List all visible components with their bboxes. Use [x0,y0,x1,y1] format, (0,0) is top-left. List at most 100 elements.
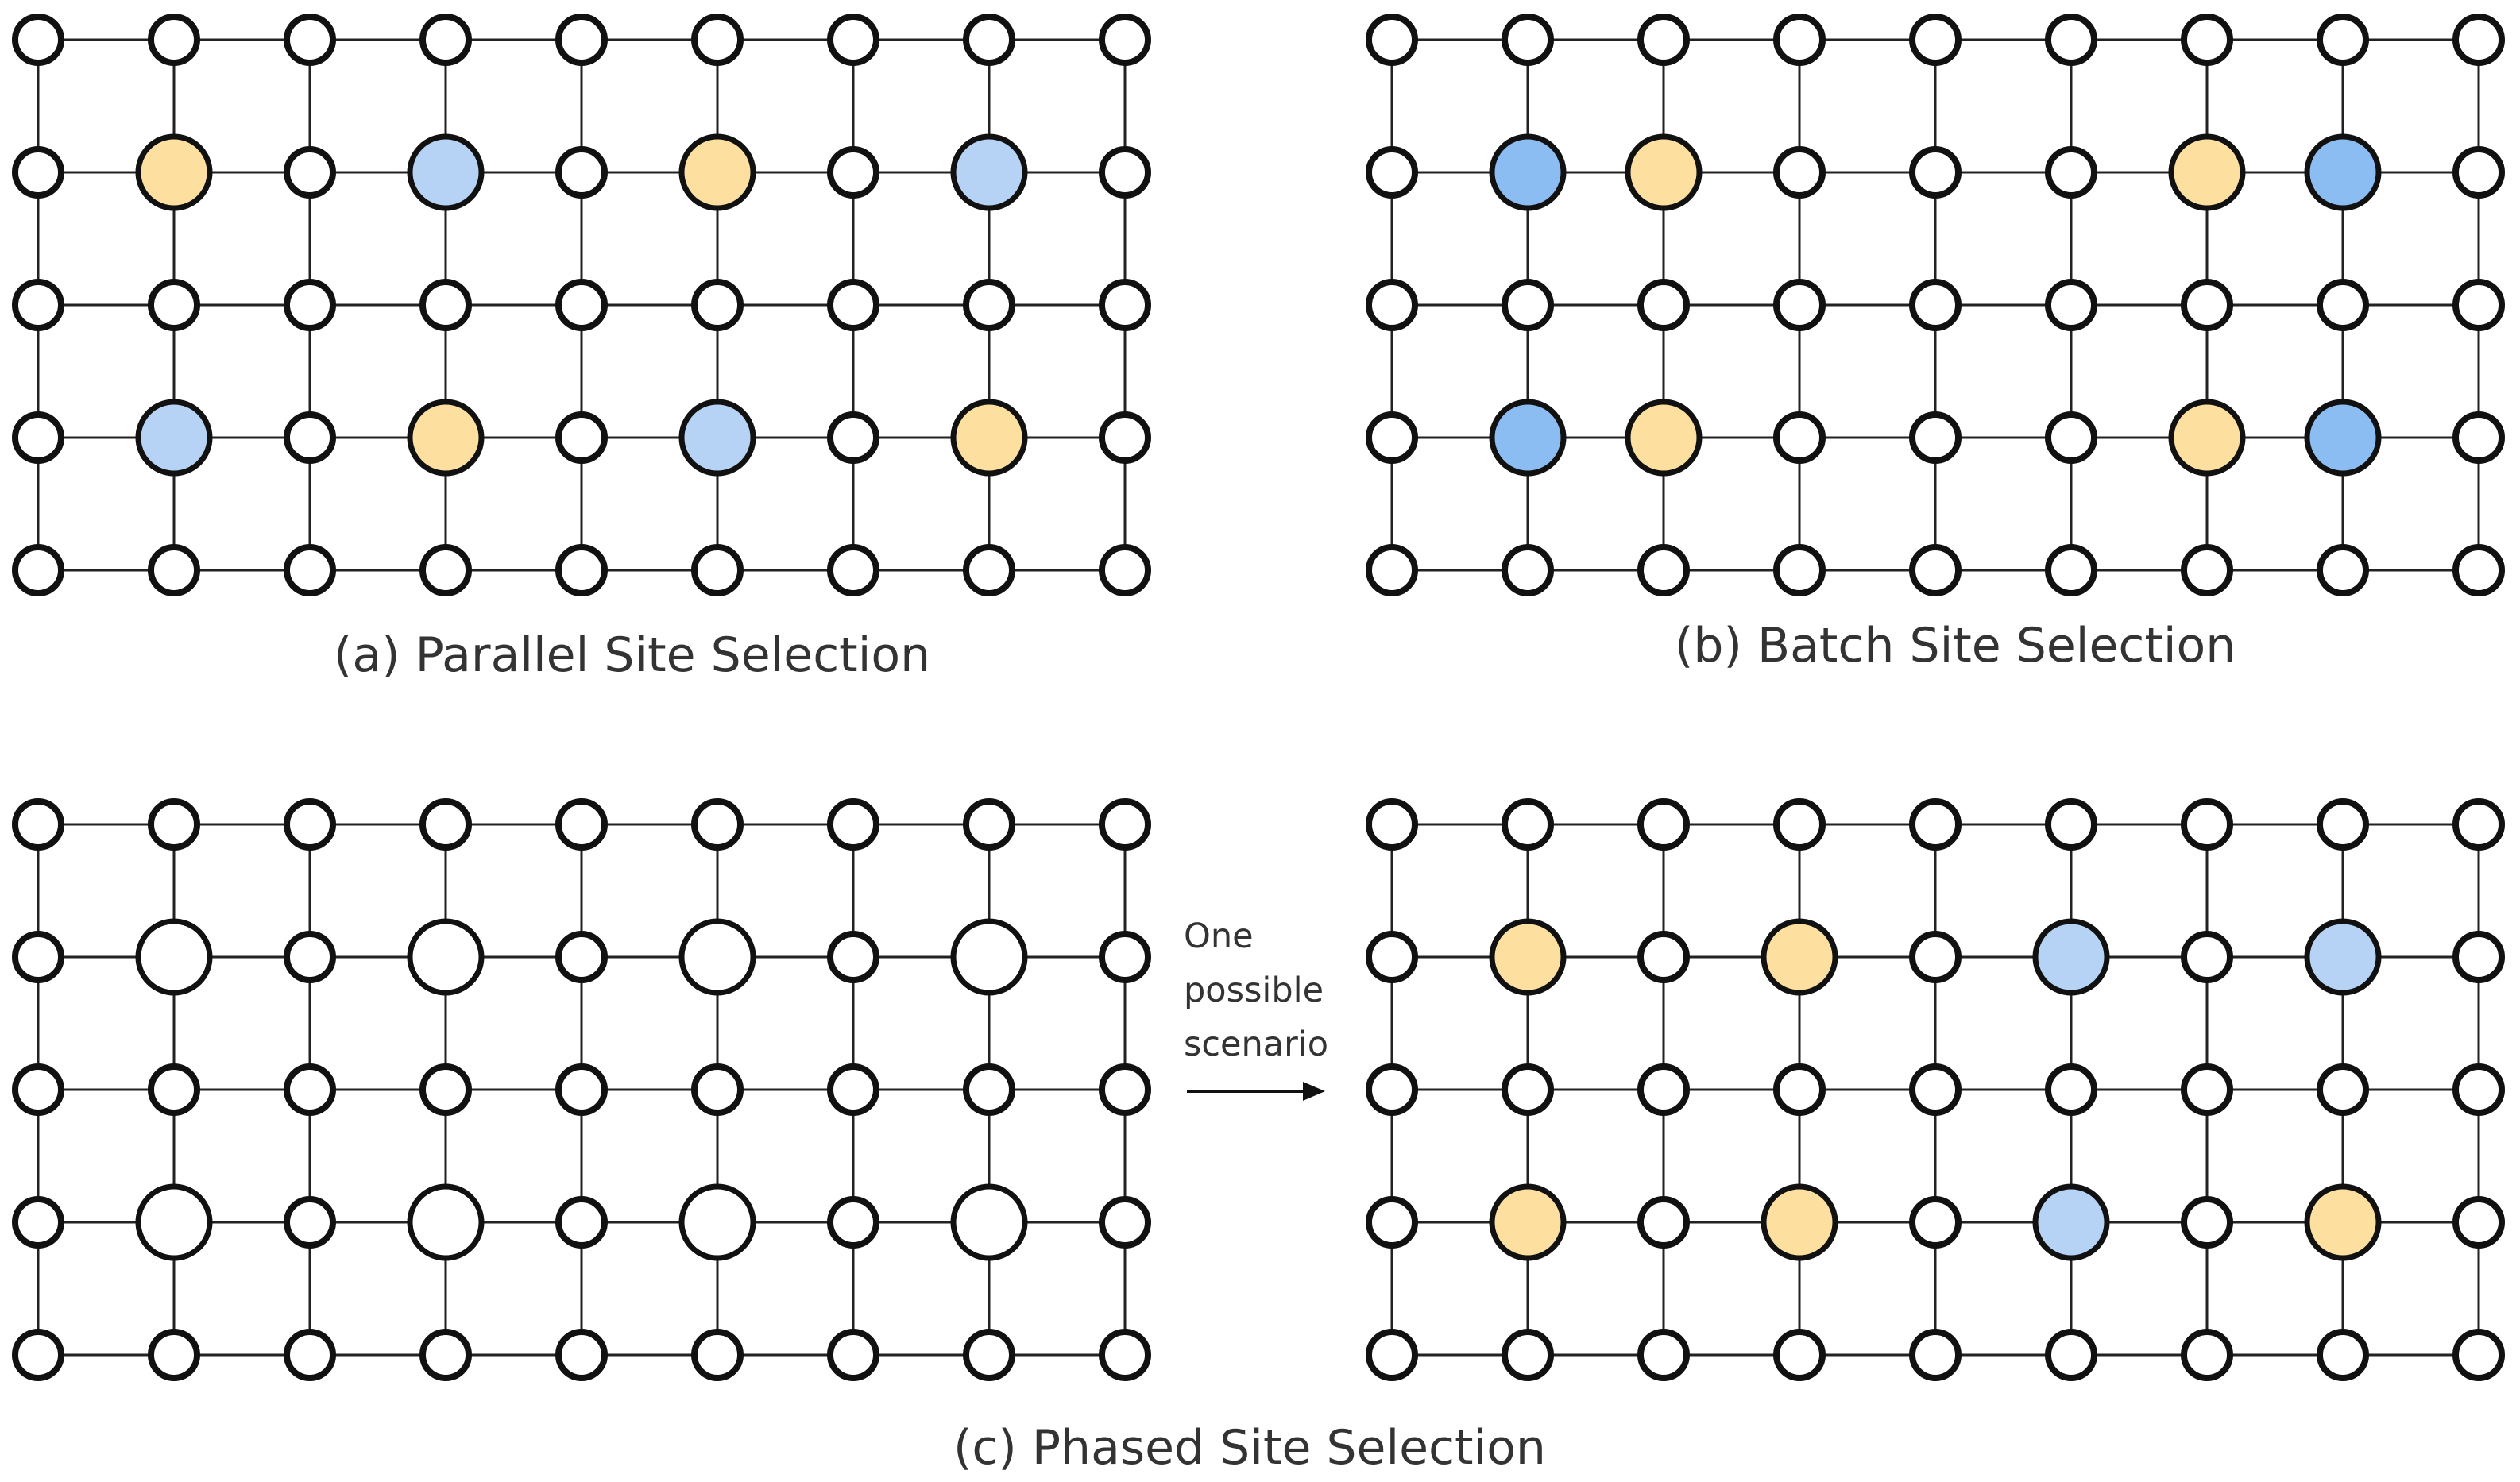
lattice-node [284,146,336,199]
lattice-node [1502,14,1554,66]
lattice-node [2045,798,2097,851]
lattice-node [963,1329,1015,1381]
site-node-orange [1489,1183,1567,1261]
lattice-node [555,146,608,199]
lattice-node [1909,146,1962,199]
site-node-blue-dark [1489,133,1567,211]
lattice-node [1909,798,1962,851]
lattice-node [1909,411,1962,464]
lattice-node [284,411,336,464]
site-node-candidate [950,1183,1028,1261]
lattice-node [1637,14,1690,66]
site-node-orange [2168,133,2246,211]
lattice-node [148,1063,200,1116]
lattice-node [827,798,879,851]
site-node-blue [2032,1183,2110,1261]
lattice-node [1366,544,1418,596]
lattice-node [419,14,472,66]
lattice-node [2452,146,2505,199]
site-node-blue [950,133,1028,211]
lattice-node [419,544,472,596]
lattice-node [1502,798,1554,851]
lattice-node [555,1063,608,1116]
lattice-node [691,798,744,851]
site-node-blue-dark [2304,399,2382,477]
lattice-node [1502,544,1554,596]
site-node-candidate [135,1183,213,1261]
lattice-node [1909,279,1962,331]
lattice-node [284,1063,336,1116]
site-node-candidate [407,918,485,996]
site-node-blue [135,399,213,477]
arrow-label-line-3: scenario [1184,1025,1329,1064]
lattice-node [1099,14,1151,66]
lattice-node [12,411,64,464]
lattice-node [2317,544,2369,596]
lattice-node [2181,544,2233,596]
lattice-node [963,14,1015,66]
lattice-node [963,798,1015,851]
lattice-node [1773,544,1826,596]
lattice-node [2181,798,2233,851]
lattice-node [1637,798,1690,851]
lattice-node [284,798,336,851]
lattice-node [1637,1329,1690,1381]
site-node-blue [678,399,756,477]
caption-panel-a: (a) Parallel Site Selection [334,627,931,683]
lattice-node [2317,279,2369,331]
site-node-candidate [407,1183,485,1261]
site-node-orange [1625,399,1703,477]
site-node-candidate [678,1183,756,1261]
lattice-node [691,14,744,66]
lattice-node [2181,1329,2233,1381]
lattice-node [1366,1329,1418,1381]
lattice-node [691,1329,744,1381]
lattice-node [2452,279,2505,331]
lattice-node [419,279,472,331]
lattice-node [1502,279,1554,331]
lattice-node [2045,146,2097,199]
lattice-node [1773,411,1826,464]
lattice-node [284,1329,336,1381]
lattice-node [2452,798,2505,851]
lattice-node [827,1063,879,1116]
lattice-node [827,411,879,464]
lattice-node [1366,279,1418,331]
panel-a-grid [12,14,1151,596]
lattice-node [555,544,608,596]
scenario-arrow [1187,1082,1325,1101]
lattice-node [691,279,744,331]
site-node-orange [950,399,1028,477]
lattice-node [2045,1063,2097,1116]
lattice-node [1366,14,1418,66]
site-node-orange [1489,918,1567,996]
lattice-node [555,411,608,464]
lattice-node [1502,1329,1554,1381]
site-node-orange [1761,918,1838,996]
lattice-node [12,279,64,331]
site-node-blue [2304,918,2382,996]
panel-b-grid [1366,14,2505,596]
site-node-blue-dark [1489,399,1567,477]
lattice-node [148,798,200,851]
site-node-orange [407,399,485,477]
lattice-node [2452,14,2505,66]
lattice-node [1909,931,1962,983]
lattice-node [419,1329,472,1381]
lattice-node [1366,1063,1418,1116]
lattice-node [827,14,879,66]
lattice-node [12,1196,64,1249]
lattice-node [555,1329,608,1381]
lattice-node [2045,544,2097,596]
lattice-node [555,14,608,66]
site-node-orange [678,133,756,211]
lattice-node [1366,146,1418,199]
lattice-node [284,544,336,596]
lattice-node [2045,411,2097,464]
lattice-node [1773,14,1826,66]
lattice-node [1099,279,1151,331]
lattice-node [1502,1063,1554,1116]
lattice-node [12,14,64,66]
lattice-node [12,1329,64,1381]
lattice-node [1909,544,1962,596]
